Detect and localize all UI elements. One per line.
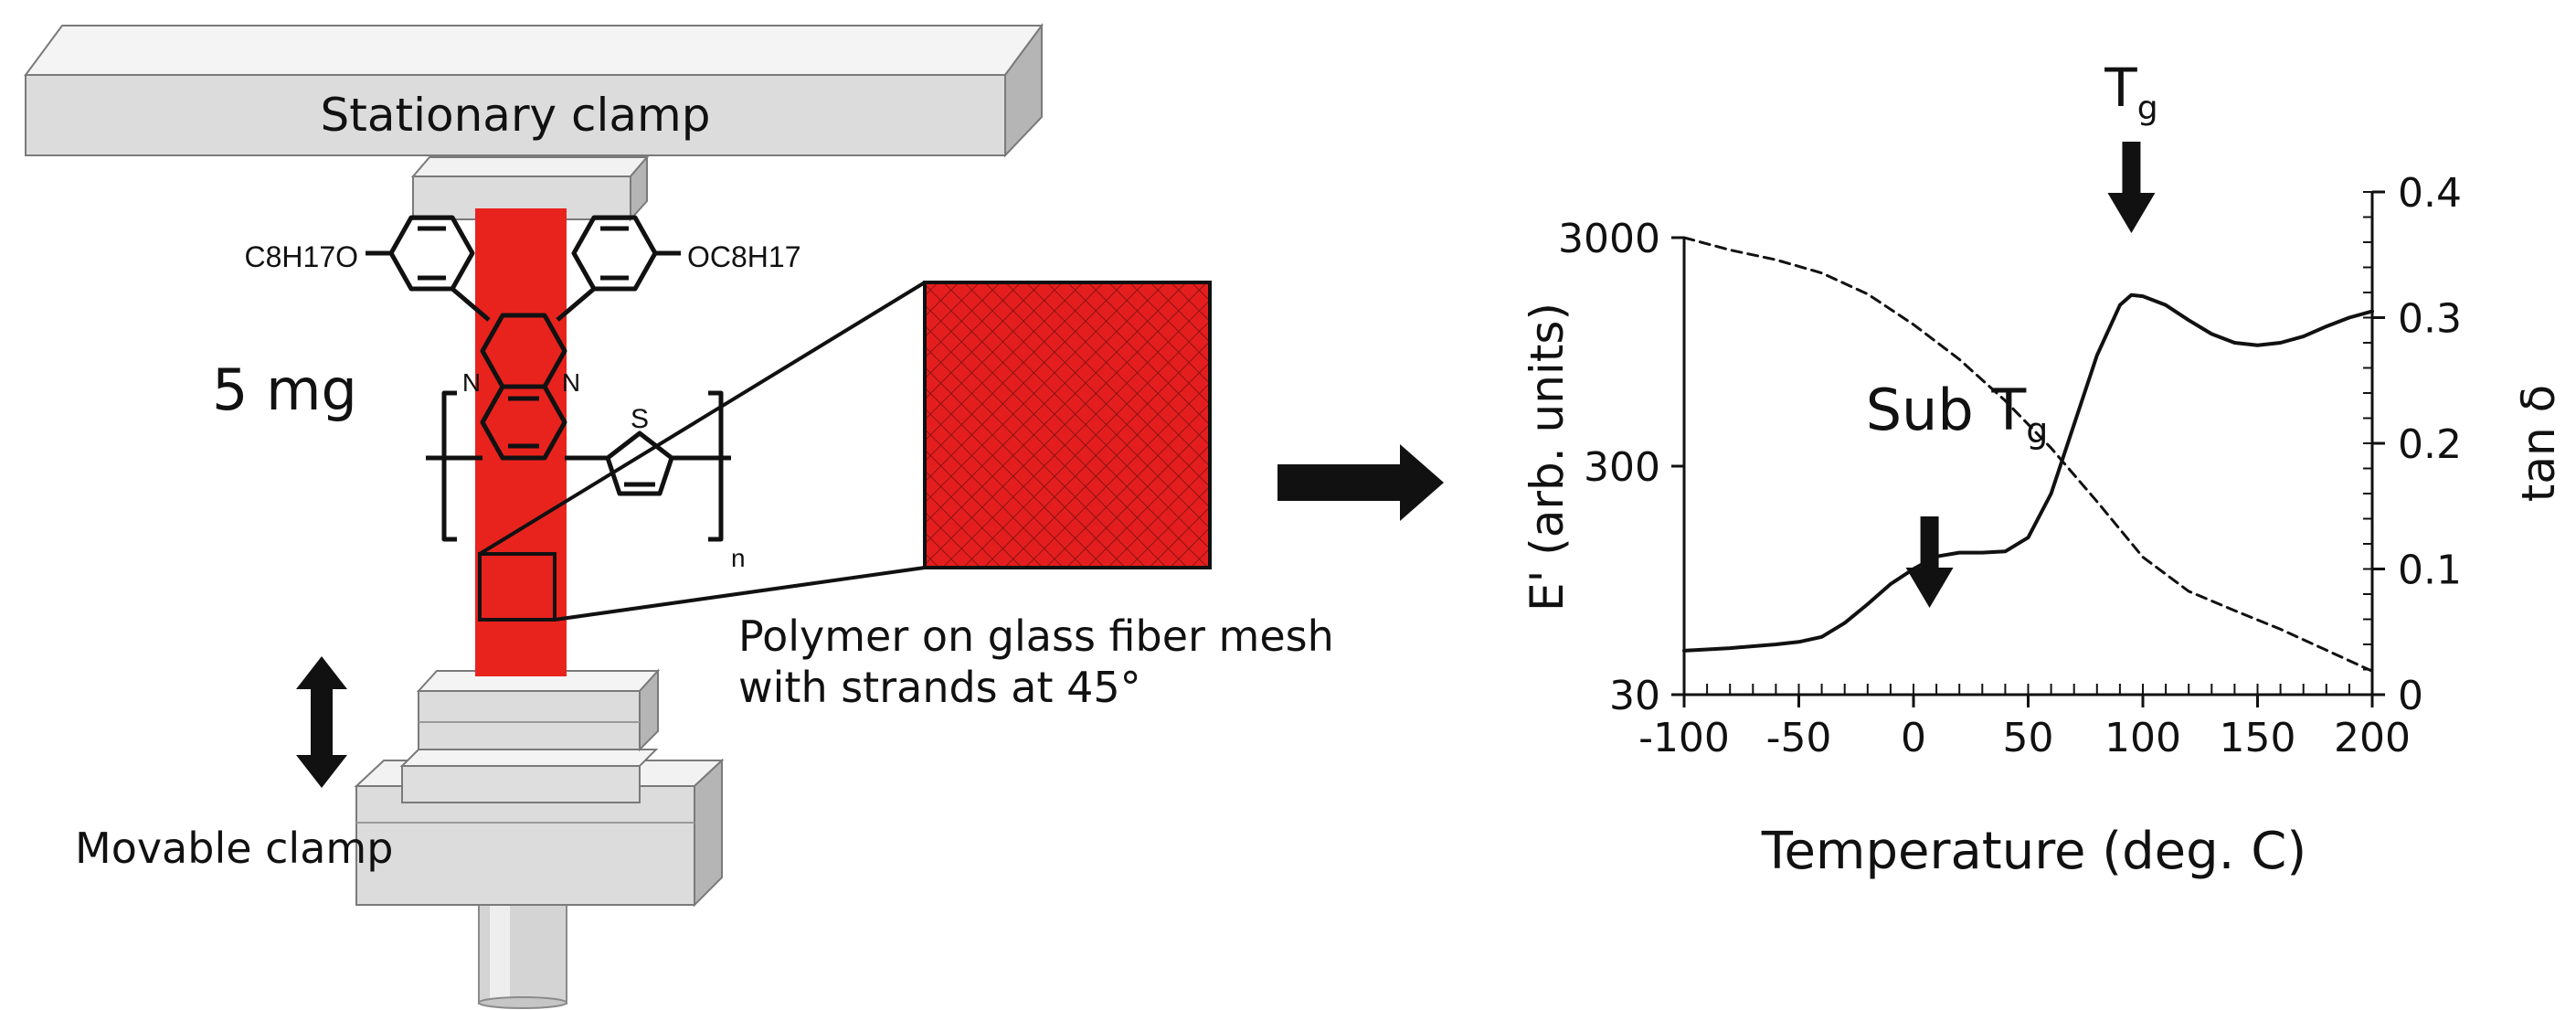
down-arrow-icon [1905,516,1954,608]
y-right-tick-label: 0.4 [2398,170,2462,217]
movable-clamp [354,668,725,908]
dma-chart: -100 -50 0 50 100 150 200 30 300 3000 0 0.1 0.2 0.3… [1521,57,2565,881]
y-left-tick-label: 300 [1584,444,1660,491]
atom-n-left: N [462,368,481,397]
right-arrow-icon [1277,444,1444,521]
mesh-caption-line1: Polymer on glass fiber mesh [738,611,1334,661]
stationary-clamp: Stationary clamp [24,22,1044,158]
zoom-callout [478,281,1212,622]
x-axis-label: Temperature (deg. C) [1761,822,2306,881]
y-left-tick-label: 3000 [1558,216,1660,262]
x-ticks: -100 -50 0 50 100 150 200 [1638,684,2411,761]
y-left-ticks: 30 300 3000 [1558,216,1684,719]
y-right-tick-label: 0.2 [2398,421,2462,468]
mesh-caption-line2: with strands at 45° [738,663,1141,712]
repeat-subscript: n [731,544,746,572]
x-tick-label: -100 [1638,715,1730,761]
annotation-label: Tg [2104,57,2157,127]
y-right-ticks: 0 0.1 0.2 0.3 0.4 [2363,170,2462,719]
x-tick-label: 150 [2220,715,2296,761]
rod [478,904,567,1009]
chemical-labels: C8H17O OC8H17 N N S n [245,240,801,572]
y-right-tick-label: 0 [2398,673,2423,719]
atom-s: S [631,404,649,434]
movable-clamp-label: Movable clamp [75,824,393,873]
left-substituent: C8H17O [245,240,359,273]
series-layer [1682,236,2374,673]
right-substituent: OC8H17 [687,240,801,273]
y-axis-left-label: E' (arb. units) [1521,303,1574,611]
y-right-tick-label: 0.1 [2398,548,2462,594]
down-arrow-icon [2107,142,2156,233]
x-tick-label: 0 [1901,715,1926,761]
y-right-tick-label: 0.3 [2398,296,2462,343]
mass-label: 5 mg [212,356,357,423]
chemical-structure [366,215,731,542]
annotation-label: Sub Tg [1866,377,2049,451]
x-tick-label: -50 [1766,715,1832,761]
y-left-tick-label: 30 [1609,673,1660,719]
up-down-arrow-icon [296,656,347,788]
atom-n-right: N [562,368,580,397]
stationary-clamp-label: Stationary clamp [321,89,711,142]
x-tick-label: 50 [2003,715,2054,761]
y-axis-right-label: tan δ [2512,385,2565,502]
x-tick-label: 100 [2104,715,2181,761]
mesh-closeup [923,281,1212,569]
storage-modulus-line [1682,236,2374,673]
x-tick-label: 200 [2334,715,2411,761]
tan-delta-line [1682,292,2374,653]
